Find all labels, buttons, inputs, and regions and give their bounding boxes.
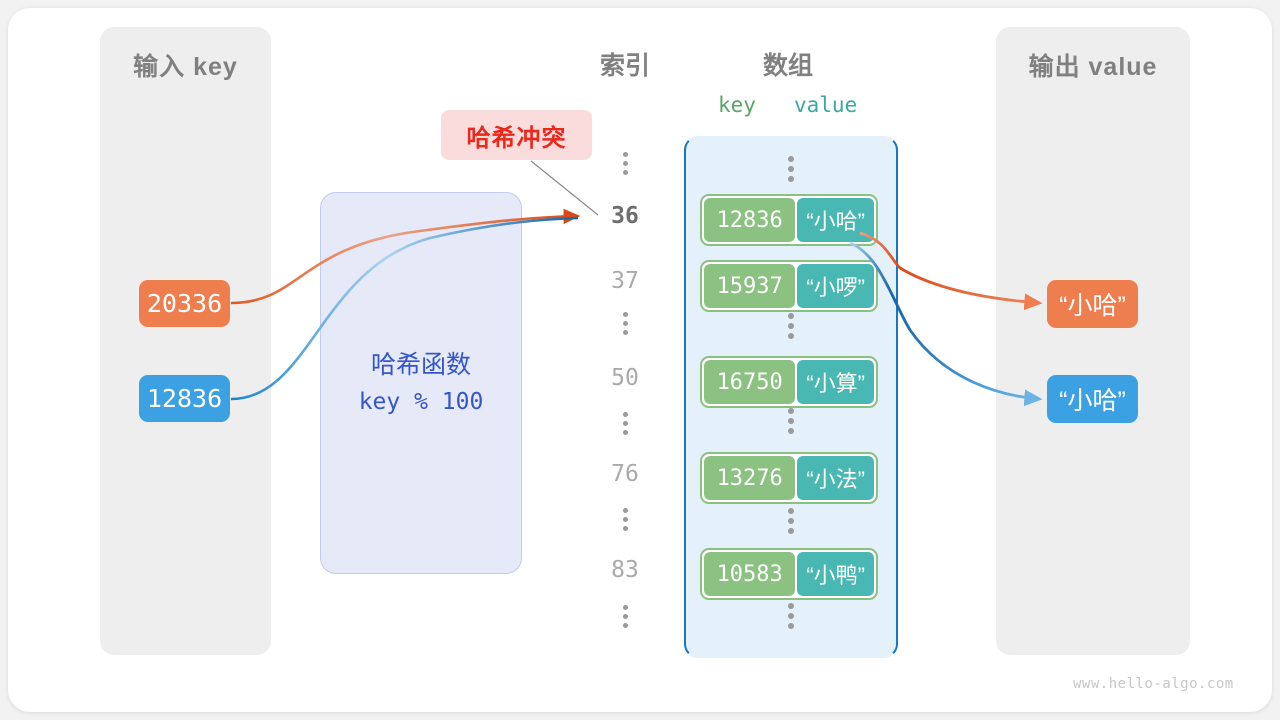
array-ellipsis [686, 408, 896, 434]
bucket-key: 13276 [704, 456, 796, 500]
bucket-key: 12836 [704, 198, 796, 242]
bucket-entry[interactable]: 15937“小啰” [700, 260, 878, 312]
index-ellipsis [575, 152, 675, 175]
hash-function-title: 哈希函数 [370, 351, 471, 379]
input-key-orange[interactable]: 20336 [139, 280, 230, 327]
array-ellipsis [686, 156, 896, 182]
output-value-panel: 输出 value [996, 27, 1190, 655]
bucket-value: “小鸭” [797, 552, 874, 596]
bucket-value: “小法” [797, 456, 874, 500]
index-ellipsis [575, 605, 675, 628]
output-value-orange[interactable]: “小哈” [1047, 280, 1138, 328]
bucket-entry[interactable]: 12836“小哈” [700, 194, 878, 246]
hash-function-box: 哈希函数 key % 100 [320, 192, 522, 574]
value-column-label: value [794, 93, 858, 117]
index-label-37: 37 [611, 268, 639, 294]
watermark: www.hello-algo.com [1073, 676, 1234, 692]
index-label-50: 50 [611, 365, 639, 391]
input-panel-title: 输入 key [133, 53, 238, 81]
array-ellipsis [686, 508, 896, 534]
index-ellipsis [575, 312, 675, 335]
index-ellipsis [575, 412, 675, 435]
index-column-heading: 索引 [599, 52, 650, 80]
bucket-value: “小啰” [797, 264, 874, 308]
bucket-key: 16750 [704, 360, 796, 404]
index-label-36: 36 [611, 203, 639, 229]
input-key-blue[interactable]: 12836 [139, 375, 230, 422]
array-column-heading: 数组 [762, 52, 813, 80]
bucket-entry[interactable]: 10583“小鸭” [700, 548, 878, 600]
bucket-key: 15937 [704, 264, 796, 308]
array-ellipsis [686, 313, 896, 339]
output-panel-title: 输出 value [1028, 53, 1158, 81]
bucket-value: “小哈” [797, 198, 874, 242]
array-container: 12836“小哈”15937“小啰”16750“小算”13276“小法”1058… [684, 136, 898, 658]
index-label-76: 76 [611, 461, 639, 487]
key-column-label: key [718, 93, 756, 117]
bucket-key: 10583 [704, 552, 796, 596]
hash-collision-badge: 哈希冲突 [441, 110, 592, 160]
bucket-value: “小算” [797, 360, 874, 404]
input-key-panel: 输入 key [100, 27, 271, 655]
index-label-83: 83 [611, 557, 639, 583]
bucket-entry[interactable]: 16750“小算” [700, 356, 878, 408]
key-value-header: key value [684, 93, 894, 121]
output-value-blue[interactable]: “小哈” [1047, 375, 1138, 423]
hash-function-expression: key % 100 [358, 389, 484, 415]
bucket-entry[interactable]: 13276“小法” [700, 452, 878, 504]
index-ellipsis [575, 508, 675, 531]
array-ellipsis [686, 603, 896, 629]
